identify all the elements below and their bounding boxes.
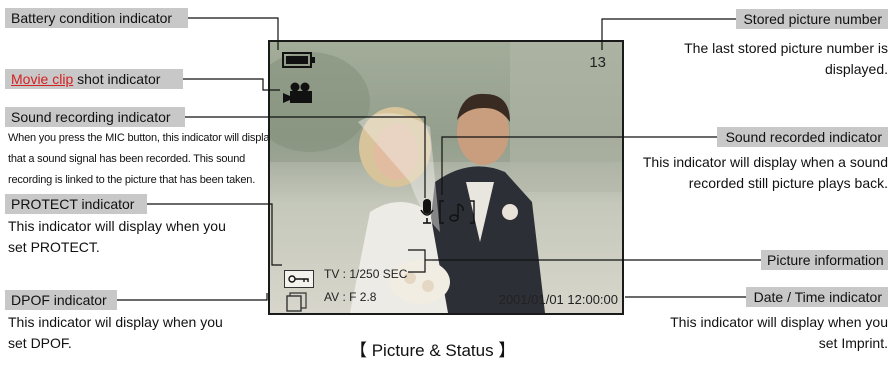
sound-recording-description: When you press the MIC button, this indi…: [8, 128, 275, 191]
movie-clip-label-rest: shot indicator: [73, 71, 161, 87]
sound-recorded-label: Sound recorded indicator: [717, 127, 888, 147]
dpof-description: This indicator wil display when you set …: [8, 312, 223, 354]
protect-line-1: This indicator will display when you: [8, 218, 226, 234]
picture-information-label: Picture information: [761, 250, 888, 270]
datetime-line-2: set Imprint.: [818, 335, 888, 351]
figure-caption: 【 Picture & Status 】: [350, 341, 516, 360]
sound-recorded-line-1: This indicator will display when a sound: [642, 154, 888, 170]
wedding-photo-illustration: [270, 42, 622, 313]
stored-picture-label: Stored picture number: [736, 9, 888, 29]
datetime-label: Date / Time indicator: [746, 287, 888, 307]
movie-clip-label: Movie clip shot indicator: [5, 69, 183, 89]
datetime-description: This indicator will display when you set…: [670, 312, 888, 354]
datetime-stamp: 2001/01/01 12:00:00: [498, 292, 618, 307]
battery-icon: [282, 52, 315, 68]
sound-recorded-line-2: recorded still picture plays back.: [688, 175, 888, 191]
sound-recording-label: Sound recording indicator: [5, 107, 185, 127]
protect-label: PROTECT indicator: [5, 194, 147, 214]
key-icon: [284, 270, 314, 288]
aperture-value: AV : F 2.8: [324, 290, 377, 304]
stored-picture-line-1: The last stored picture number is: [684, 40, 888, 56]
stored-picture-line-2: displayed.: [824, 61, 888, 77]
dpof-line-2: set DPOF.: [8, 335, 72, 351]
sound-note-icon: [439, 200, 475, 224]
sound-recording-line-2: that a sound signal has been recorded. T…: [8, 153, 246, 165]
datetime-line-1: This indicator will display when you: [670, 314, 888, 330]
picture-preview: 13 TV : 1/250 SEC AV : F 2.8 2001/01/01 …: [268, 40, 624, 315]
microphone-icon: [420, 199, 434, 224]
dpof-line-1: This indicator wil display when you: [8, 314, 223, 330]
shutter-speed-value: TV : 1/250 SEC: [324, 267, 408, 281]
sound-recording-line-3: recording is linked to the picture that …: [8, 174, 256, 186]
sound-recorded-description: This indicator will display when a sound…: [643, 152, 888, 194]
protect-line-2: set PROTECT.: [8, 239, 100, 255]
picture-number: 13: [589, 54, 606, 71]
protect-description: This indicator will display when you set…: [8, 216, 226, 258]
battery-label: Battery condition indicator: [5, 8, 188, 28]
sound-recording-line-1: When you press the MIC button, this indi…: [8, 132, 275, 144]
movie-camera-icon: [283, 82, 312, 103]
stored-picture-description: The last stored picture number is displa…: [684, 38, 888, 80]
movie-clip-link[interactable]: Movie clip: [11, 71, 74, 87]
dpof-icon: [286, 292, 307, 312]
dpof-label: DPOF indicator: [5, 290, 117, 310]
